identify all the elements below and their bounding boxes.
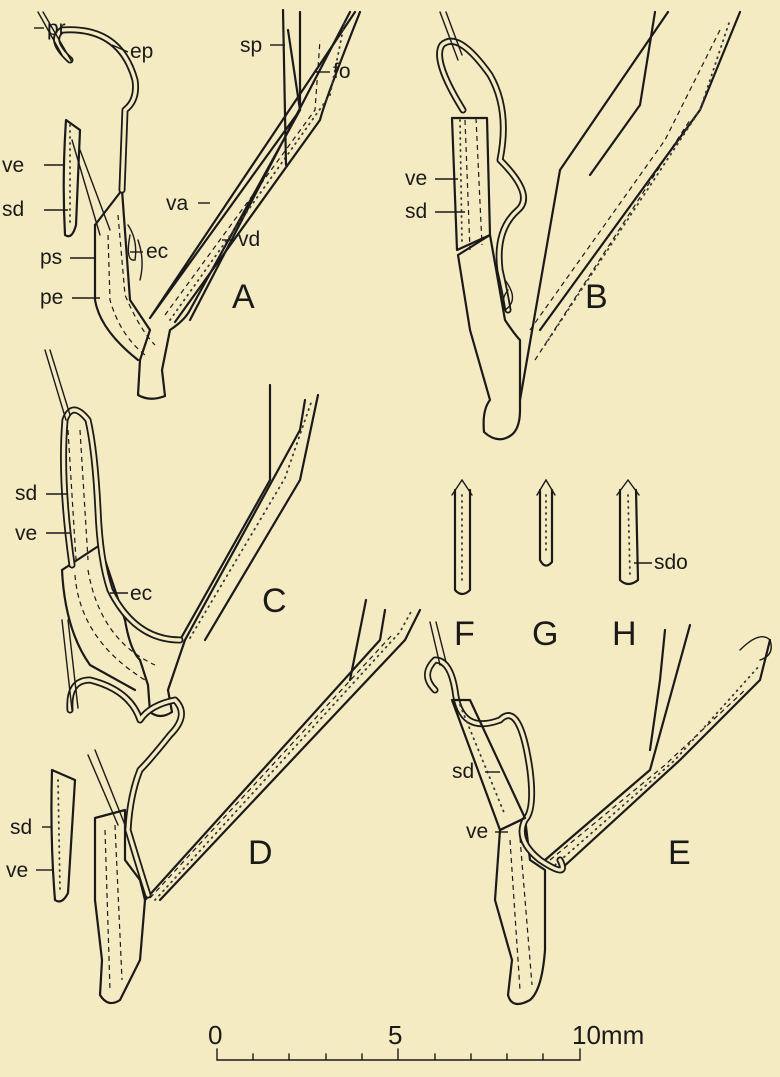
- panel-h: [617, 480, 639, 584]
- scale-label-5: 5: [388, 1020, 402, 1050]
- label-a-ve: ve: [2, 154, 24, 177]
- label-c-ve: ve: [15, 522, 37, 545]
- panel-b: [440, 12, 740, 439]
- label-a-fo: fo: [333, 60, 351, 83]
- panel-letter-e: E: [668, 834, 691, 872]
- label-b-ve: ve: [405, 167, 427, 190]
- panel-letter-h: H: [612, 615, 637, 653]
- label-c-ec: ec: [130, 582, 152, 605]
- label-e-sd: sd: [452, 760, 474, 783]
- label-a-sd: sd: [2, 198, 24, 221]
- label-d-ve: ve: [6, 859, 28, 882]
- label-a-ep: ep: [130, 40, 153, 63]
- scale-label-0: 0: [208, 1020, 222, 1050]
- panel-f: [452, 480, 472, 594]
- panel-c: [45, 350, 318, 716]
- label-a-ec: ec: [146, 240, 168, 263]
- panel-e: [428, 622, 772, 1004]
- label-b-sd: sd: [405, 200, 427, 223]
- panel-g: [537, 480, 555, 566]
- panel-letter-b: B: [585, 278, 608, 316]
- panel-letter-a: A: [232, 278, 255, 316]
- label-e-ve: ve: [466, 820, 488, 843]
- label-a-sp: sp: [240, 34, 262, 57]
- label-a-ps: ps: [40, 246, 62, 269]
- label-a-vd: vd: [238, 228, 260, 251]
- label-a-pe: pe: [40, 286, 63, 309]
- panel-d: [51, 600, 420, 1003]
- label-a-pr: pr: [47, 17, 66, 40]
- labels: pr ep ve sd ps pe ec sp fo va vd A ve sd…: [2, 17, 691, 882]
- panel-letter-f: F: [454, 615, 475, 653]
- panel-a: [38, 10, 360, 399]
- panel-letter-d: D: [248, 834, 273, 872]
- panel-letter-c: C: [262, 582, 287, 620]
- scale-bar: 0 5 10mm: [208, 1020, 644, 1060]
- scale-label-10mm: 10mm: [572, 1020, 644, 1050]
- label-h-sdo: sdo: [654, 551, 688, 574]
- label-c-sd: sd: [15, 482, 37, 505]
- label-a-va: va: [166, 192, 189, 215]
- panel-letter-g: G: [532, 615, 558, 653]
- label-d-sd: sd: [10, 816, 32, 839]
